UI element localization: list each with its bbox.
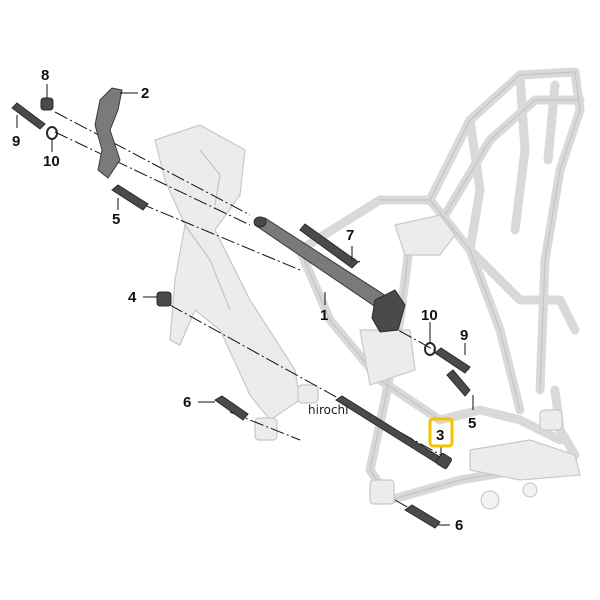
part-10-washer-left: [46, 126, 58, 140]
part-5-bolt-lower: [446, 369, 471, 397]
callout-2: 2: [141, 85, 149, 102]
part-4-nut: [156, 291, 172, 307]
callout-labels: 8 2 9 10 5 7 4 1 10 9 6 5 3 6: [12, 67, 476, 534]
callout-5-lower: 5: [468, 415, 476, 432]
callout-9-left: 9: [12, 133, 20, 150]
callout-8: 8: [41, 67, 49, 84]
callout-6-upper: 6: [183, 394, 191, 411]
callout-5-upper: 5: [112, 211, 120, 228]
motorcycle-frame: [154, 67, 585, 510]
callout-10-right: 10: [421, 307, 438, 324]
assembly-axis-lines: [54, 111, 471, 521]
callout-6-lower: 6: [455, 517, 463, 534]
part-8-nut: [40, 97, 54, 111]
part-10-washer-right: [424, 342, 436, 356]
highlighted-parts: [11, 87, 471, 529]
callout-3: 3: [436, 427, 444, 444]
callout-9-right: 9: [460, 327, 468, 344]
watermark-text: hirochi: [308, 403, 349, 417]
part-2-bracket: [94, 87, 123, 179]
part-7-bolt: [299, 223, 359, 269]
callout-4: 4: [128, 289, 137, 306]
part-9-bolt-left: [11, 102, 46, 130]
callout-1: 1: [320, 307, 328, 324]
part-9-bolt-right: [434, 347, 471, 374]
part-6-bolt-lower: [404, 504, 441, 529]
callout-3-highlight-box: [428, 417, 454, 448]
callout-10-left: 10: [43, 153, 60, 170]
leader-lines: [16, 84, 474, 526]
part-5-bolt-upper: [111, 184, 149, 211]
callout-7: 7: [346, 227, 354, 244]
part-6-bolt-upper: [214, 395, 249, 421]
